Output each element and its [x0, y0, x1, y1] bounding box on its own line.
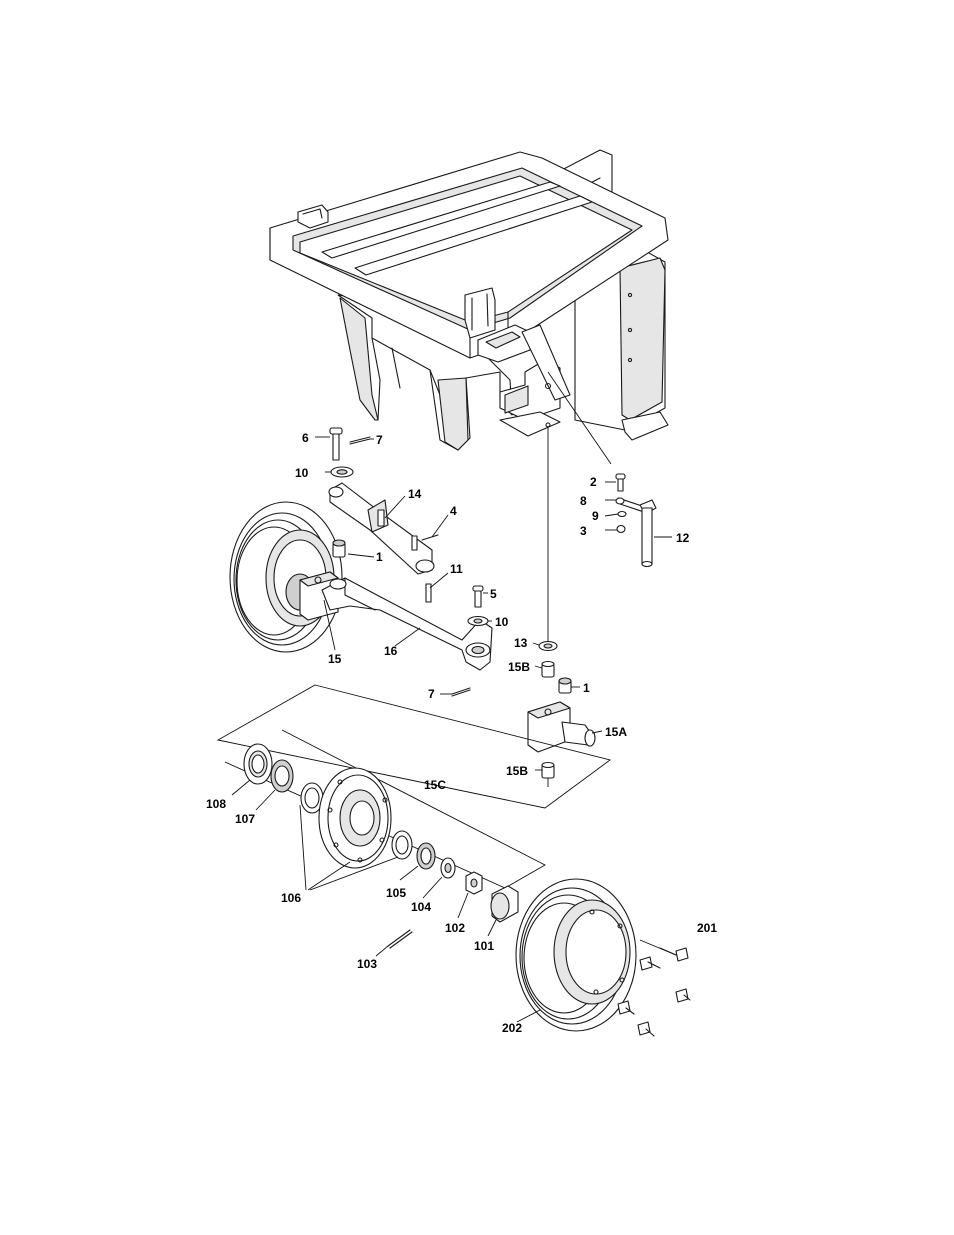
callout-2: 2	[590, 475, 597, 489]
nut-3	[617, 526, 625, 533]
cotter-pin-103	[388, 930, 412, 948]
callout-10: 10	[295, 466, 309, 480]
callout-104: 104	[411, 900, 431, 914]
callout-107: 107	[235, 812, 255, 826]
callout-16: 16	[384, 644, 398, 658]
cap-101	[491, 886, 518, 922]
bolt-2	[616, 474, 625, 491]
callout-202: 202	[502, 1021, 522, 1035]
callout-10: 10	[495, 615, 509, 629]
callout-106: 106	[281, 891, 301, 905]
callout-9: 9	[592, 509, 599, 523]
bearing-107	[271, 760, 293, 792]
right-knuckle	[528, 702, 595, 752]
hub-flange	[319, 768, 391, 868]
bushing-15b-lower	[542, 763, 554, 779]
callout-11: 11	[450, 562, 463, 576]
bearing-105	[417, 843, 435, 869]
castle-nut-102	[466, 872, 482, 894]
seal-108	[244, 744, 272, 784]
washer-10b	[468, 617, 488, 626]
callout-201: 201	[697, 921, 717, 935]
callout-13: 13	[514, 636, 528, 650]
callout-105: 105	[386, 886, 406, 900]
pin-6	[330, 428, 342, 460]
callout-1: 1	[376, 550, 383, 564]
callout-12: 12	[676, 531, 690, 545]
bushing-1a	[333, 540, 345, 557]
washer-13	[539, 642, 557, 651]
right-wheel	[516, 879, 636, 1031]
callout-5: 5	[490, 587, 497, 601]
callout-103: 103	[357, 957, 377, 971]
tie-rod	[322, 578, 492, 670]
cotter-pin-7a	[350, 437, 370, 444]
callout-3: 3	[580, 524, 587, 538]
washer-9	[618, 512, 626, 517]
chassis-frame	[270, 150, 668, 450]
callout-102: 102	[445, 921, 465, 935]
callout-4: 4	[450, 504, 457, 518]
callout-8: 8	[580, 494, 587, 508]
pin-11	[426, 584, 431, 602]
cotter-pin-7b	[452, 688, 470, 696]
callout-14: 14	[408, 487, 422, 501]
callout-7: 7	[376, 433, 383, 447]
bushing-1b	[559, 678, 571, 693]
callout-15c: 15C	[424, 778, 446, 792]
callout-15: 15	[328, 652, 342, 666]
callout-15b: 15B	[508, 660, 530, 674]
callout-1: 1	[583, 681, 590, 695]
callout-101: 101	[474, 939, 494, 953]
washer-104	[441, 858, 455, 878]
callout-108: 108	[206, 797, 226, 811]
callout-7: 7	[428, 687, 435, 701]
bushing-15b-upper	[542, 662, 554, 678]
callout-15b: 15B	[506, 764, 528, 778]
pin-5	[473, 586, 483, 607]
callout-6: 6	[302, 431, 309, 445]
race-106b	[392, 831, 412, 859]
washer-10a	[331, 467, 353, 477]
callout-15a: 15A	[605, 725, 627, 739]
